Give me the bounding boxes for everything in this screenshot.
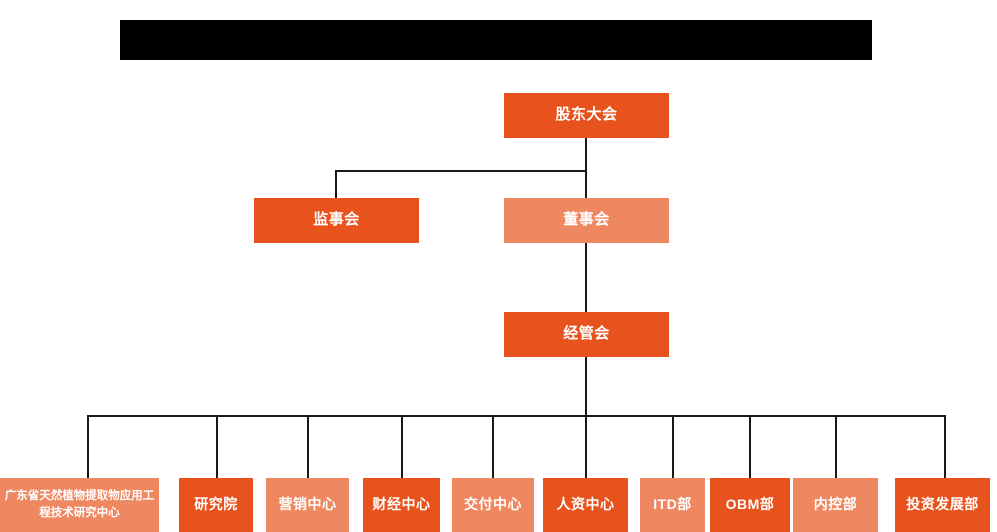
node-shareholders-meeting-label: 股东大会	[555, 106, 618, 124]
connector-mgmt-down	[585, 357, 587, 416]
node-department-7[interactable]: ITD部	[640, 478, 705, 532]
connector-directors-drop	[585, 170, 587, 199]
node-department-label: 财经中心	[372, 496, 431, 513]
connector-department-drop	[87, 415, 89, 478]
connector-supervisors-drop	[335, 170, 337, 199]
node-department-1[interactable]: 广东省天然植物提取物应用工程技术研究中心	[0, 478, 159, 532]
node-department-6[interactable]: 人资中心	[543, 478, 628, 532]
node-department-5[interactable]: 交付中心	[452, 478, 534, 532]
connector-department-drop	[216, 415, 218, 478]
node-department-10[interactable]: 投资发展部	[895, 478, 990, 532]
node-department-label: 交付中心	[464, 496, 522, 513]
node-department-label: 研究院	[194, 496, 238, 513]
node-department-2[interactable]: 研究院	[179, 478, 253, 532]
connector-department-drop	[492, 415, 494, 478]
connector-shareholders-down	[585, 138, 587, 171]
redacted-title-banner	[120, 20, 872, 60]
node-board-of-directors[interactable]: 董事会	[504, 198, 669, 243]
node-department-4[interactable]: 财经中心	[363, 478, 440, 532]
connector-department-drop	[401, 415, 403, 478]
node-board-of-directors-label: 董事会	[563, 211, 610, 229]
node-department-label: 营销中心	[278, 496, 337, 513]
connector-department-drop	[835, 415, 837, 478]
connector-directors-to-mgmt	[585, 243, 587, 313]
node-department-label: 人资中心	[556, 496, 615, 513]
node-management-committee-label: 经管会	[563, 325, 610, 343]
connector-department-drop	[672, 415, 674, 478]
node-department-label: ITD部	[653, 496, 692, 513]
node-shareholders-meeting[interactable]: 股东大会	[504, 93, 669, 138]
node-management-committee[interactable]: 经管会	[504, 312, 669, 357]
connector-department-drop	[307, 415, 309, 478]
connector-department-drop	[944, 415, 946, 478]
connector-department-drop	[585, 415, 587, 478]
node-department-3[interactable]: 营销中心	[266, 478, 349, 532]
node-department-label: 投资发展部	[906, 496, 979, 513]
connector-tier2-horizontal	[335, 170, 586, 172]
node-department-8[interactable]: OBM部	[710, 478, 790, 532]
node-department-label: 内控部	[813, 496, 858, 513]
connector-department-drop	[749, 415, 751, 478]
node-board-of-supervisors-label: 监事会	[313, 211, 360, 229]
node-department-label: 广东省天然植物提取物应用工程技术研究中心	[4, 490, 155, 519]
connector-departments-bar	[87, 415, 945, 417]
node-board-of-supervisors[interactable]: 监事会	[254, 198, 419, 243]
node-department-label: OBM部	[725, 496, 775, 513]
node-department-9[interactable]: 内控部	[793, 478, 878, 532]
